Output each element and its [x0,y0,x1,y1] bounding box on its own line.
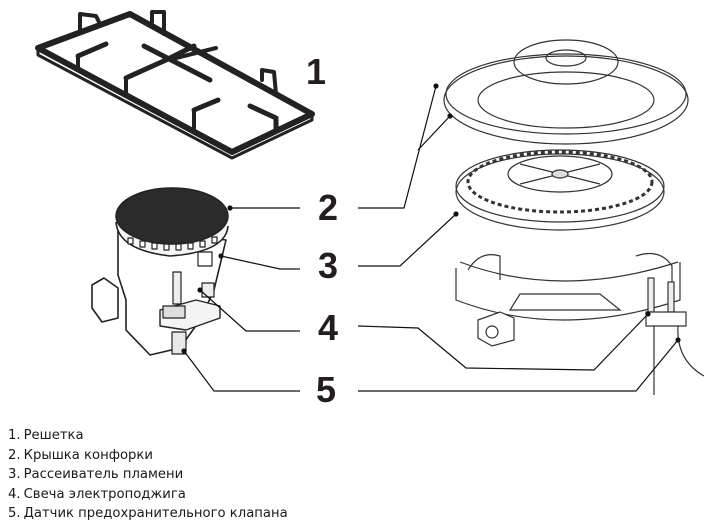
leader-dots [181,83,681,354]
callout-number-5: 5 [316,369,337,410]
callout-number-3: 3 [318,245,339,286]
exploded-burner-icon [443,39,705,395]
legend-label: Рассеиватель пламени [23,467,184,483]
callout-number-2: 2 [318,187,339,228]
small-burner-icon [91,187,229,356]
callout-number-4: 4 [318,307,339,348]
legend-label: Крышка конфорки [23,447,153,463]
callout-number-1: 1 [306,51,327,92]
legend-index: 3. [8,467,21,483]
legend-label: Свеча электроподжига [23,486,186,502]
legend-index: 1. [8,428,21,443]
legend-index: 5. [8,506,21,522]
leader-lines [183,85,679,392]
legend-item: 3.Рассеиватель пламени [8,465,288,485]
parts-legend: 1.Решетка 2.Крышка конфорки 3.Рассеивате… [8,426,288,524]
legend-item: 4.Свеча электроподжига [8,485,288,505]
legend-label: Датчик предохранительного клапана [23,506,288,522]
grate-icon [35,10,315,160]
legend-index: 4. [8,486,21,502]
legend-item: 1.Решетка [8,426,288,446]
legend-item: 5.Датчик предохранительного клапана [8,504,288,524]
legend-index: 2. [8,447,21,463]
legend-item: 2.Крышка конфорки [8,446,288,466]
legend-label: Решетка [23,428,84,443]
